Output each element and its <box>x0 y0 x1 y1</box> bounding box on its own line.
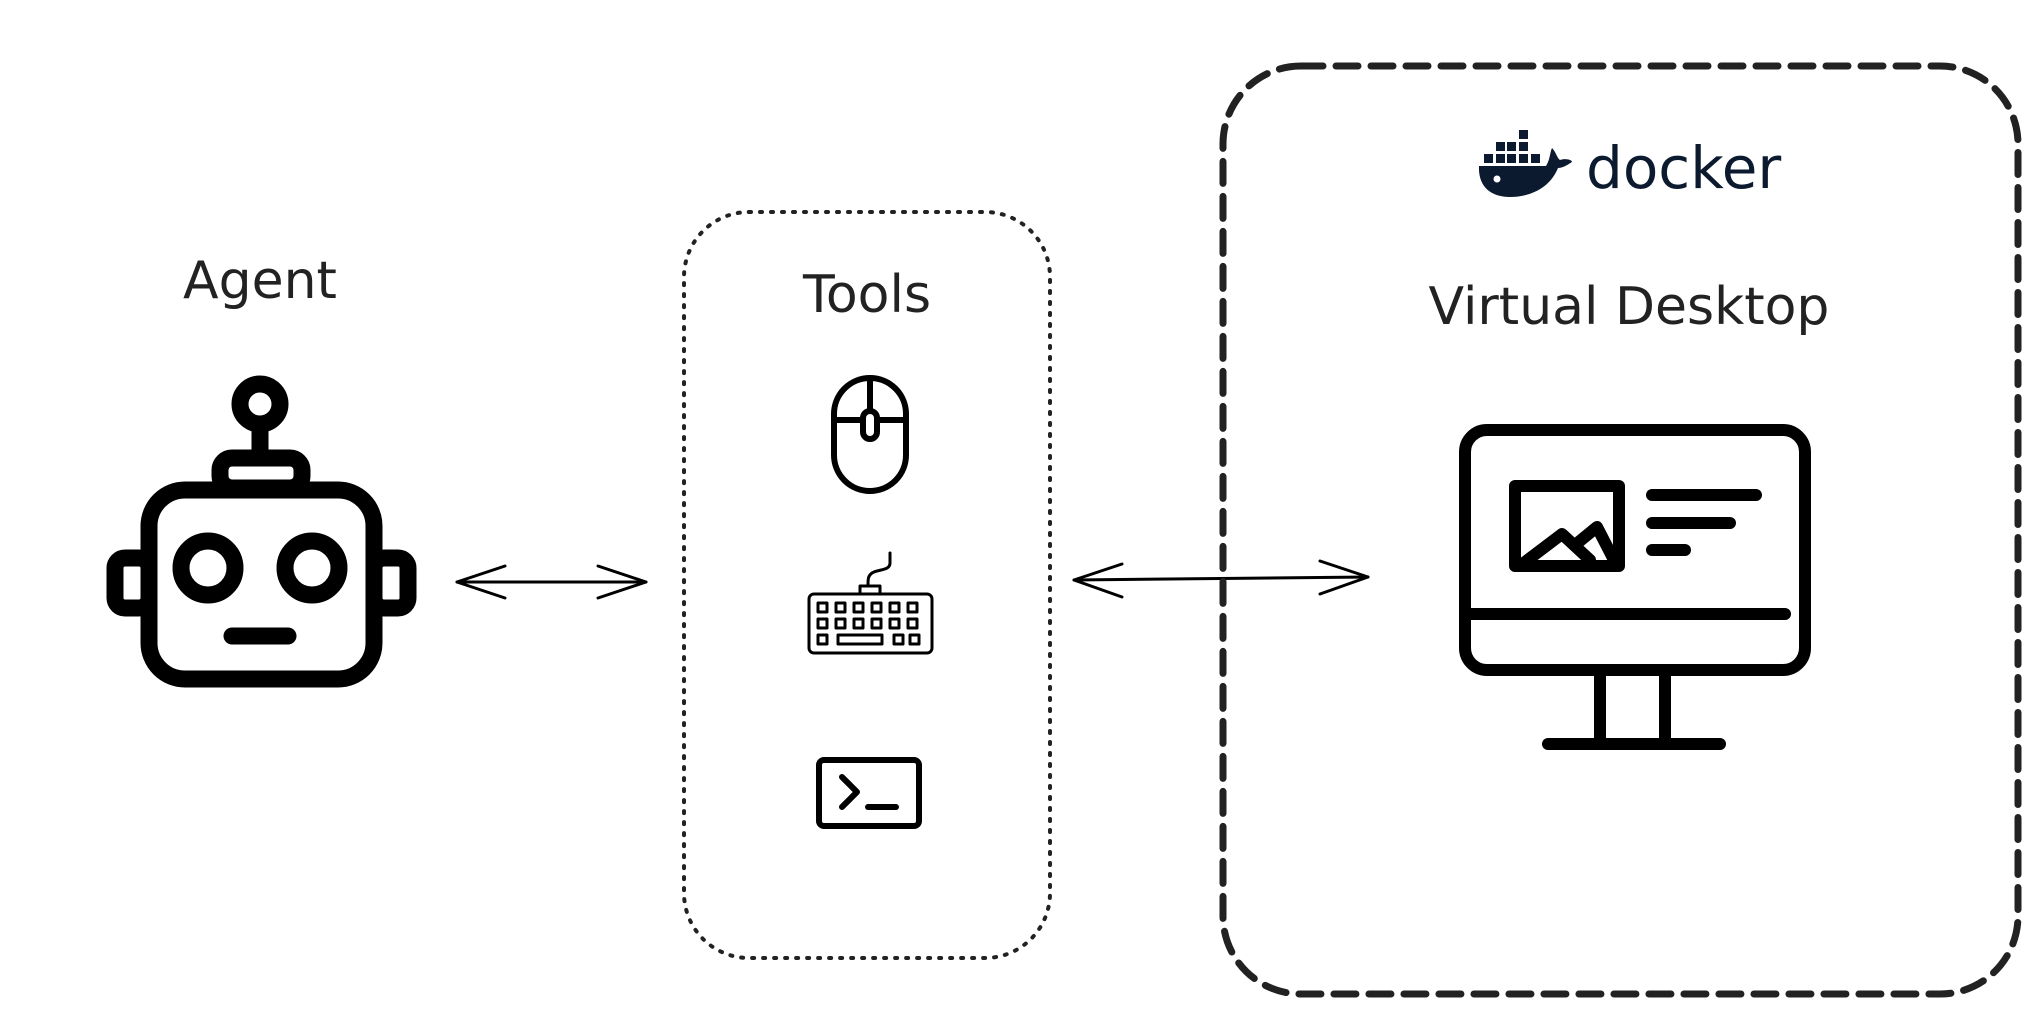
mouse-icon <box>831 375 909 494</box>
robot-icon <box>106 375 417 688</box>
keyboard-icon <box>807 551 934 655</box>
agent-tools-arrow <box>455 564 648 600</box>
tools-label: Tools <box>802 265 931 325</box>
terminal-icon: AP <box>816 757 922 829</box>
virtual-desktop-label: Virtual Desktop <box>1429 277 1830 337</box>
docker-wordmark: docker <box>1586 134 1781 202</box>
docker-logo: docker <box>1478 130 1781 202</box>
monitor-icon <box>1459 424 1811 750</box>
agent-label: Agent <box>183 251 337 311</box>
docker-whale-icon <box>1478 130 1572 197</box>
docker-container <box>1219 62 2022 998</box>
